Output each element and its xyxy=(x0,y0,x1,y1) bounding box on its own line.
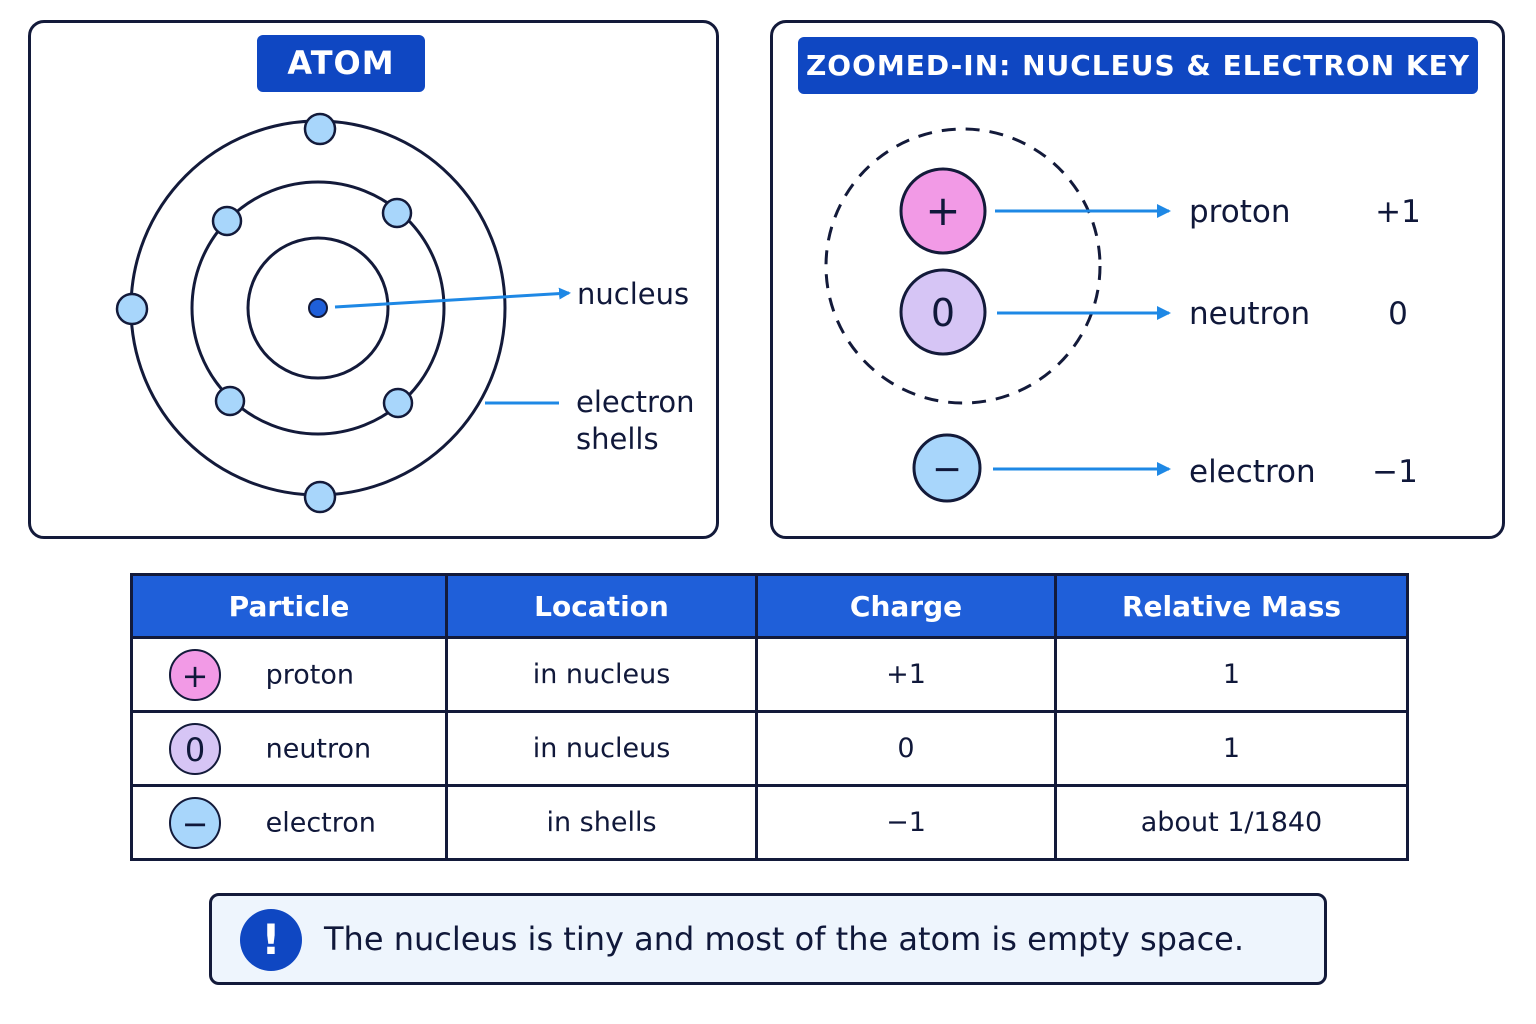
electron-charge: −1 xyxy=(1372,454,1418,490)
electron-dot xyxy=(214,385,246,417)
proton-symbol: + xyxy=(925,186,960,235)
particle-cell: − electron xyxy=(131,785,448,860)
shell-inner xyxy=(246,236,390,380)
location-cell: in nucleus xyxy=(446,637,758,713)
particle-name: proton xyxy=(265,659,354,690)
location-cell: in nucleus xyxy=(446,711,758,787)
electron-dot xyxy=(303,112,337,146)
shells-label-line1: electron xyxy=(576,385,694,419)
neutron-icon xyxy=(899,268,987,356)
proton-charge: +1 xyxy=(1375,194,1421,230)
key-panel: ZOOMED-IN: NUCLEUS & ELECTRON KEY + 0 − … xyxy=(770,20,1505,539)
electrons xyxy=(115,112,414,514)
nucleus-label: nucleus xyxy=(577,277,689,311)
note-text: The nucleus is tiny and most of the atom… xyxy=(324,920,1245,958)
electron-dot xyxy=(303,480,337,514)
table-row: + proton in nucleus +1 1 xyxy=(131,637,1408,713)
proton-icon xyxy=(899,167,987,255)
charge-cell: −1 xyxy=(756,785,1057,860)
note-box: ! The nucleus is tiny and most of the at… xyxy=(209,893,1327,985)
atom-diagram: nucleus electron shells xyxy=(115,112,694,514)
header-mass: Relative Mass xyxy=(1055,574,1408,639)
neutron-icon: 0 xyxy=(169,722,221,775)
key-title: ZOOMED-IN: NUCLEUS & ELECTRON KEY xyxy=(798,37,1478,94)
particle-name: electron xyxy=(265,807,376,838)
electron-dot xyxy=(382,387,414,419)
proton-icon: + xyxy=(169,648,221,701)
electron-dot xyxy=(381,197,413,229)
electron-name: electron xyxy=(1189,454,1316,490)
nucleus-boundary xyxy=(824,127,1102,405)
header-charge: Charge xyxy=(756,574,1057,639)
exclamation-icon: ! xyxy=(240,909,302,971)
nucleus-arrow xyxy=(334,287,571,309)
charge-cell: 0 xyxy=(756,711,1057,787)
header-location: Location xyxy=(446,574,758,639)
atom-title: ATOM xyxy=(257,35,425,92)
table-header-row: Particle Location Charge Relative Mass xyxy=(131,574,1408,639)
neutron-symbol: 0 xyxy=(931,291,955,335)
electron-icon: − xyxy=(169,796,221,849)
location-cell: in shells xyxy=(446,785,758,860)
table-row: − electron in shells −1 about 1/1840 xyxy=(131,785,1408,860)
mass-cell: 1 xyxy=(1055,711,1408,787)
electron-icon xyxy=(912,433,982,503)
electron-symbol: − xyxy=(932,449,962,490)
proton-name: proton xyxy=(1189,194,1290,230)
nucleus-dot xyxy=(308,298,328,318)
shell-middle xyxy=(190,180,446,436)
mass-cell: about 1/1840 xyxy=(1140,807,1323,838)
particle-table: Particle Location Charge Relative Mass +… xyxy=(130,573,1409,861)
atom-panel: ATOM nucleus electron shells xyxy=(28,20,719,539)
electron-dot xyxy=(115,292,149,326)
neutron-name: neutron xyxy=(1189,296,1310,332)
particle-cell: 0 neutron xyxy=(131,711,448,787)
particle-cell: + proton xyxy=(131,637,448,713)
header-particle: Particle xyxy=(131,574,448,639)
key-diagram: + 0 − proton +1 neutron 0 electron −1 xyxy=(824,127,1421,503)
electron-dot xyxy=(211,205,243,237)
neutron-charge: 0 xyxy=(1388,296,1408,332)
mass-cell: 1 xyxy=(1055,637,1408,713)
table-row: 0 neutron in nucleus 0 1 xyxy=(131,711,1408,787)
particle-name: neutron xyxy=(265,733,372,764)
charge-cell: +1 xyxy=(756,637,1057,713)
shells-label-line2: shells xyxy=(576,422,659,456)
